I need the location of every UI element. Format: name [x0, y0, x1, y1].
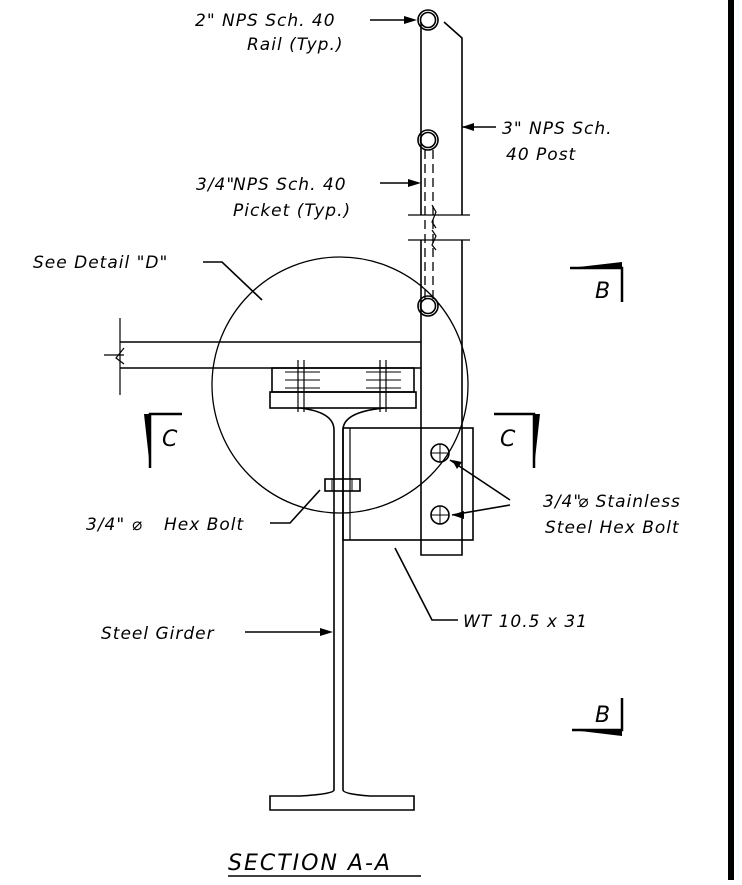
rail-top: [417, 9, 439, 31]
marker-label-b-top: B: [595, 279, 610, 304]
leader-stainless: [449, 459, 511, 516]
label-picket-fraction: 3/4": [196, 175, 235, 195]
wt-bracket: [342, 427, 474, 541]
label-post-line1: 3" NPS Sch.: [502, 119, 613, 139]
label-picket-line2: Picket (Typ.): [233, 201, 351, 221]
section-marker-b-top: B: [570, 262, 624, 304]
section-marker-c-left: C: [144, 412, 182, 468]
marker-label-c-right: C: [500, 427, 516, 452]
label-steel-girder: Steel Girder: [101, 624, 215, 644]
arrowheads: [320, 16, 474, 636]
deck-slab: [120, 341, 421, 369]
label-post-line2: 40 Post: [506, 145, 577, 165]
leader-wt: [394, 547, 458, 621]
section-title: SECTION A-A: [228, 851, 392, 876]
label-stainless-fraction: 3/4": [543, 492, 582, 512]
leader-detail: [203, 261, 263, 301]
detail-d-circle: [211, 256, 469, 514]
post-3in: [420, 21, 463, 556]
label-stainless-line2: Steel Hex Bolt: [545, 518, 680, 538]
sheet-border: [728, 0, 734, 880]
leader-hex-bolt: [270, 489, 321, 524]
label-wt-section: WT 10.5 x 31: [463, 612, 588, 632]
marker-label-c-left: C: [162, 427, 178, 452]
section-marker-c-right: C: [494, 412, 540, 468]
label-stainless-line1: ⌀ Stainless: [578, 492, 681, 512]
label-rail-line2: Rail (Typ.): [247, 35, 344, 55]
marker-label-b-bottom: B: [595, 703, 610, 728]
girder-hex-bolt: [324, 478, 361, 492]
steel-girder: [269, 407, 415, 811]
rail-middle: [417, 129, 439, 151]
label-rail-line1: 2" NPS Sch. 40: [195, 11, 336, 31]
label-detail-d: See Detail "D": [33, 253, 168, 273]
picket-hidden-line: [424, 150, 434, 300]
label-picket-line1: NPS Sch. 40: [233, 175, 347, 195]
section-marker-b-bottom: B: [572, 698, 624, 736]
label-hex-bolt-fraction: 3/4" ⌀: [86, 515, 143, 535]
drawing-geometry: [104, 9, 511, 811]
rail-bottom: [417, 295, 439, 317]
label-hex-bolt: Hex Bolt: [164, 515, 244, 535]
